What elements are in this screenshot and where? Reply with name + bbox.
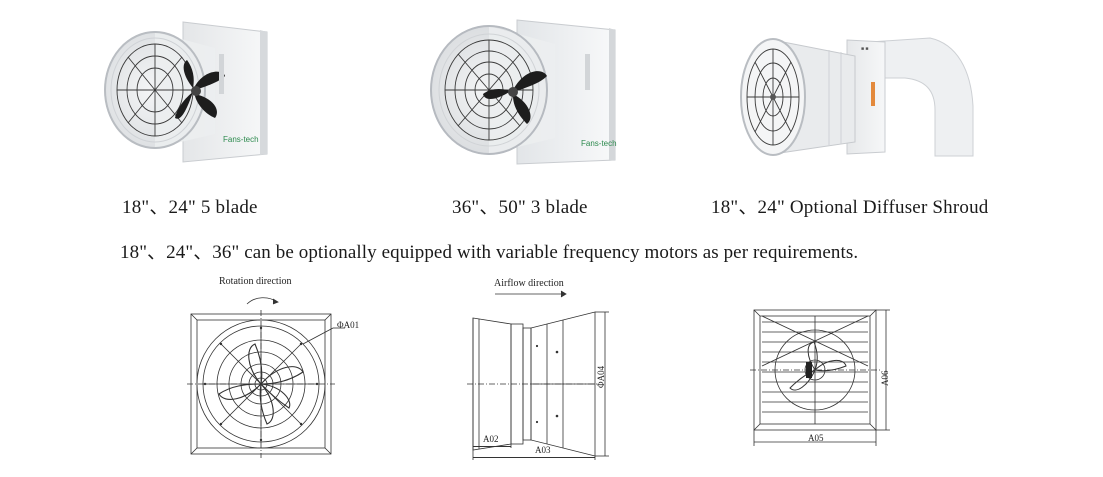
brand-logo: Fans-tech	[581, 139, 617, 148]
variable-frequency-note: 18"、24"、36" can be optionally equipped w…	[120, 242, 859, 263]
caption-diffuser-shroud: 18"、24" Optional Diffuser Shroud	[711, 197, 989, 218]
caption-5-blade: 18"、24" 5 blade	[122, 197, 258, 218]
product-photo-5-blade: Fans-tech	[95, 14, 275, 164]
back-view-drawing	[748, 306, 893, 448]
dim-height-a04: ΦA04	[596, 365, 606, 388]
dim-height-a06: A06	[880, 370, 890, 387]
caption-3-blade: 36"、50" 3 blade	[452, 197, 588, 218]
product-photo-3-blade: Fans-tech	[425, 14, 625, 166]
dim-line-a02	[473, 446, 511, 447]
product-photo-diffuser-shroud: ■ ■	[725, 30, 975, 162]
front-view-drawing	[185, 288, 360, 460]
rotation-direction-label: Rotation direction	[219, 276, 292, 287]
svg-text:■ ■: ■ ■	[861, 46, 868, 52]
dim-diameter-a01: ΦA01	[337, 320, 360, 330]
dim-width-a05: A05	[808, 433, 824, 443]
dim-line-a03	[473, 457, 595, 458]
side-view-drawing	[465, 288, 615, 460]
dim-depth-a02: A02	[483, 434, 499, 444]
dim-length-a03: A03	[535, 445, 551, 455]
airflow-direction-label: Airflow direction	[494, 278, 564, 289]
brand-logo: Fans-tech	[223, 135, 259, 144]
